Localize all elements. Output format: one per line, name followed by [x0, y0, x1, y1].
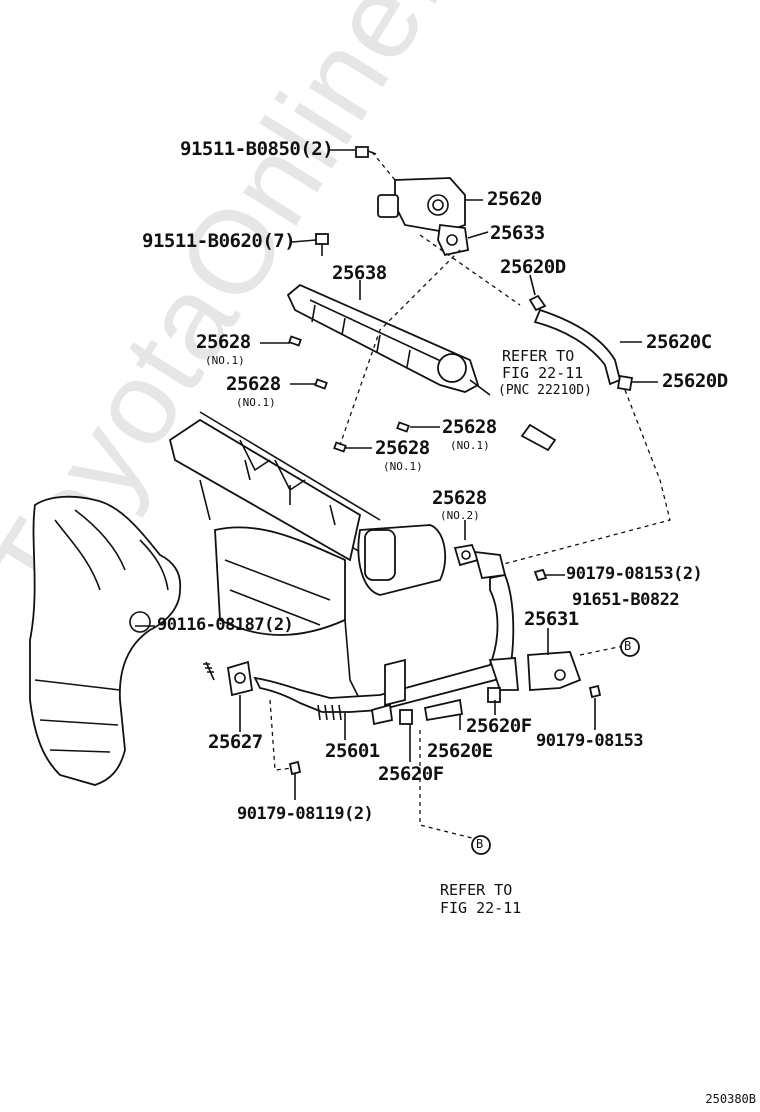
egr-valve-drawing — [377, 177, 466, 233]
callout-gasket-a: 25633 — [490, 222, 545, 244]
hose-c-drawing — [528, 294, 634, 392]
ref-b-marker-2 — [471, 835, 491, 855]
callout-hose-f-right: 25620F — [466, 715, 532, 737]
callout-nut-b: 90179-08153 — [536, 731, 644, 751]
exhaust-manifold-drawing — [29, 495, 182, 786]
bolt-a-drawing — [355, 146, 377, 158]
gasket-manifold-drawing — [203, 660, 254, 697]
ref-bottom-line2: FIG 22-11 — [440, 899, 522, 917]
callout-bracket: 25631 — [524, 608, 579, 630]
hose-e-drawing — [370, 687, 501, 726]
callout-stud: 90116-08187(2) — [157, 615, 294, 635]
callout-gasket-no1-b-sub: (NO.1) — [236, 396, 276, 409]
callout-pipe-main: 25638 — [332, 262, 387, 284]
figure-id: 250380B — [705, 1092, 756, 1106]
ref-top-line2: FIG 22-11 — [502, 364, 584, 382]
callout-valve: 25620 — [487, 188, 542, 210]
bolt-b-drawing — [315, 233, 329, 256]
callout-egr-pipe: 25601 — [325, 740, 380, 762]
gasket-no2-drawing — [453, 543, 507, 579]
small-gaskets-drawing — [288, 335, 410, 453]
callout-gasket-manifold: 25627 — [208, 731, 263, 753]
callout-bolt-b: 91511-B0620(7) — [142, 230, 296, 252]
callout-bolt-a: 91511-B0850(2) — [180, 138, 334, 160]
callout-hose-c: 25620C — [646, 331, 712, 353]
callout-gasket-no2: 25628 — [432, 487, 487, 509]
callout-gasket-no1-c: 25628 — [442, 416, 497, 438]
callout-gasket-no1-c-sub: (NO.1) — [450, 439, 490, 452]
ref-top-line3: (PNC 22210D) — [498, 383, 592, 398]
callout-hose-d-top: 25620D — [500, 256, 566, 278]
bracket-drawing — [384, 657, 519, 707]
callout-gasket-no1-a-sub: (NO.1) — [205, 354, 245, 367]
callout-gasket-no1-d-sub: (NO.1) — [383, 460, 423, 473]
ref-bottom-line1: REFER TO — [440, 881, 513, 899]
marker-b-text-1: B — [624, 639, 632, 653]
callout-clamp-bolt: 91651-B0822 — [572, 590, 680, 610]
egr-pipe-main-drawing — [286, 283, 491, 396]
callout-gasket-no1-b: 25628 — [226, 373, 281, 395]
marker-b-text-2: B — [476, 837, 484, 851]
egr-pipe-drawing — [253, 573, 515, 721]
callout-gasket-no1-d: 25628 — [375, 437, 430, 459]
ref-b-marker-1 — [620, 637, 640, 657]
callout-nut-c: 90179-08119(2) — [237, 804, 374, 824]
callout-hose-d-right: 25620D — [662, 370, 728, 392]
nuts-drawing — [288, 568, 602, 776]
callout-gasket-no2-sub: (NO.2) — [440, 509, 480, 522]
ref-top-line1: REFER TO — [502, 347, 575, 365]
gasket-a-drawing — [437, 224, 470, 257]
callout-hose-e: 25620E — [427, 740, 493, 762]
callout-hose-f-bottom: 25620F — [378, 763, 444, 785]
bracket-25631-drawing — [527, 651, 582, 691]
callout-gasket-no1-a: 25628 — [196, 331, 251, 353]
engine-block-drawing — [168, 411, 447, 701]
callout-nut-a: 90179-08153(2) — [566, 564, 703, 584]
